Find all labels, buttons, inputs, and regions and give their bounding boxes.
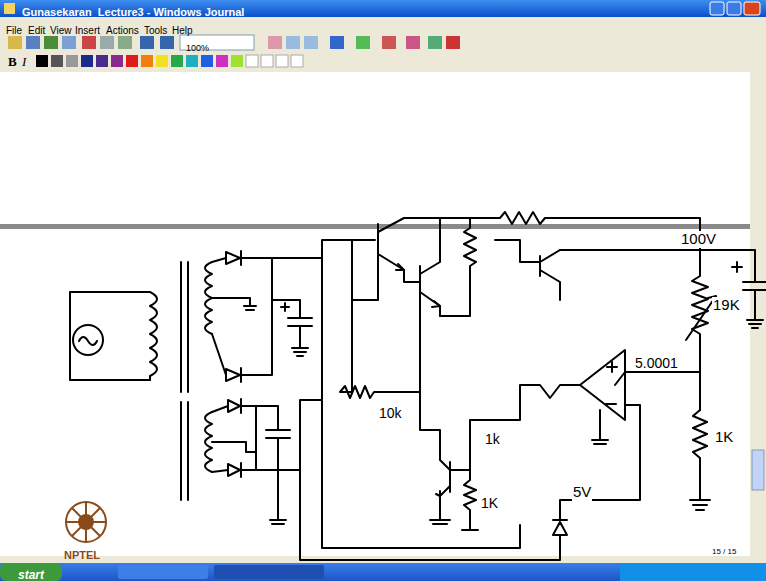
page-break bbox=[0, 224, 750, 229]
taskbar bbox=[0, 563, 766, 581]
resistor-value-box: 19K bbox=[712, 296, 741, 314]
resistor-value-box: 1K bbox=[714, 428, 734, 446]
task-button bbox=[118, 565, 208, 579]
nptel-logo bbox=[66, 502, 106, 542]
resistor-value-box: 1K bbox=[480, 494, 499, 512]
menu-item-box: Help bbox=[172, 20, 193, 38]
min-button bbox=[710, 2, 724, 15]
voltage-label-box: 100V bbox=[680, 230, 717, 248]
menu-item: File bbox=[6, 25, 22, 36]
resistor-value: 1K bbox=[714, 429, 734, 446]
voltage-label: 5.0001 bbox=[634, 356, 679, 371]
menu-item: Help bbox=[172, 25, 193, 36]
menu-item-box: Tools bbox=[144, 20, 167, 38]
page-counter: 15 / 15 bbox=[712, 548, 736, 557]
resistor-value-box: 1k bbox=[484, 430, 501, 448]
resistor-value: 19K bbox=[712, 297, 741, 314]
resistor-value: 1k bbox=[484, 432, 501, 447]
menu-item-box: Edit bbox=[28, 20, 45, 38]
voltage-label-box: 5.0001 bbox=[634, 354, 679, 372]
svg-text:B: B bbox=[8, 54, 17, 69]
resistor-value: 1K bbox=[480, 496, 499, 511]
menu-item: Edit bbox=[28, 25, 45, 36]
zoom-level: 100% bbox=[186, 44, 209, 54]
page-counter-box: 15 / 15 bbox=[712, 540, 736, 558]
voltage-label: 5V bbox=[572, 484, 592, 501]
task-button bbox=[214, 565, 324, 579]
svg-text:I: I bbox=[21, 54, 27, 69]
toolbar-area bbox=[0, 17, 766, 72]
menu-item: Insert bbox=[75, 25, 100, 36]
page bbox=[0, 72, 750, 556]
scrollbar bbox=[750, 72, 766, 556]
start-label: start bbox=[18, 569, 44, 581]
logo-text-box: NPTEL bbox=[64, 545, 100, 563]
max-button bbox=[727, 2, 741, 15]
menu-item: View bbox=[50, 25, 72, 36]
tray bbox=[620, 563, 766, 581]
voltage-label-box: 5V bbox=[572, 483, 592, 501]
window-title: Gunasekaran_Lecture3 - Windows Journal bbox=[22, 6, 244, 18]
menu-item: Actions bbox=[106, 25, 139, 36]
menu-item-box: Insert bbox=[75, 20, 100, 38]
toolbar-icons: B I bbox=[8, 35, 460, 69]
app-icon bbox=[4, 3, 15, 14]
resistor-value: 10k bbox=[378, 406, 403, 421]
circuit bbox=[70, 212, 766, 560]
zoom-level-box: 100% bbox=[186, 37, 209, 55]
resistor-value-box: 10k bbox=[378, 404, 403, 422]
menu-item-box: Actions bbox=[106, 20, 139, 38]
scroll-thumb bbox=[752, 450, 764, 490]
window-title-box: Gunasekaran_Lecture3 - Windows Journal bbox=[22, 2, 244, 20]
menu-item-box: View bbox=[50, 20, 72, 38]
menu-item: Tools bbox=[144, 25, 167, 36]
logo-text: NPTEL bbox=[64, 549, 100, 561]
menu-item-box: File bbox=[6, 20, 22, 38]
close-button bbox=[744, 2, 760, 15]
start-label-box: start bbox=[18, 565, 44, 581]
voltage-label: 100V bbox=[680, 231, 717, 248]
